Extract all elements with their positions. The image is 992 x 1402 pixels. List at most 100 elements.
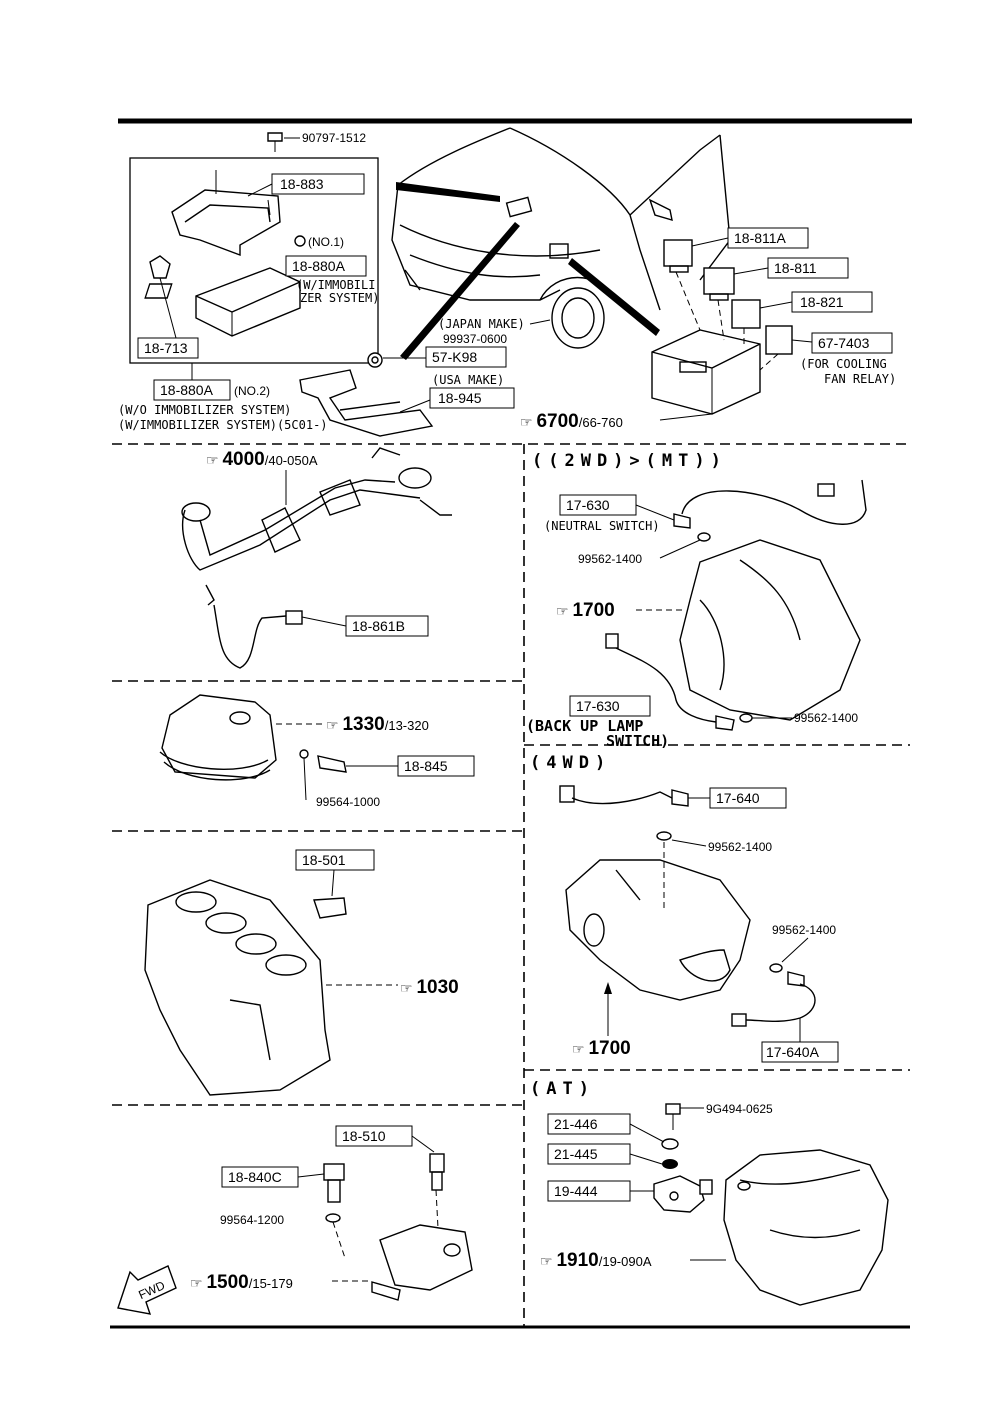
- callout-18-880a-no2: 18-880A: [160, 382, 214, 398]
- ref-1700-a: ☞ 1700: [556, 600, 615, 621]
- ecu-inset-frame: [129, 157, 379, 364]
- switch-17-640a-icon: [731, 971, 816, 1027]
- ref-4000: ☞ 4000/40-050A: [206, 449, 318, 470]
- ref-1330: ☞ 1330/13-320: [326, 714, 429, 735]
- washer-icon: [662, 1159, 678, 1169]
- callout-box-17-640: [709, 787, 787, 809]
- callout-box-18-811: [767, 257, 849, 279]
- section-header-4wd: (4WD): [530, 753, 611, 773]
- callout-box-18-713: [137, 337, 199, 359]
- section-header-2wd-mt: ((2WD)>(MT)): [532, 451, 727, 471]
- callout-box-17-640a: [761, 1041, 839, 1063]
- callout-90797-1512: 90797-1512: [302, 131, 366, 145]
- callout-21-445: 21-445: [554, 1146, 598, 1162]
- callout-17-640a: 17-640A: [766, 1044, 820, 1060]
- automatic-transmission-icon: [723, 1149, 889, 1306]
- transmission-2wd-icon: [679, 539, 861, 721]
- water-temp-sensor-18-845-icon: [299, 749, 347, 773]
- ref-arrow-icon: ☞: [556, 603, 572, 619]
- transfer-case-4wd-icon: [565, 859, 751, 1001]
- switch-17-640-icon: [559, 785, 689, 807]
- callout-99562-1400-c: 99562-1400: [708, 840, 772, 854]
- callout-w-immobili-2: ZER SYSTEM): [300, 291, 379, 305]
- neutral-switch-icon: [673, 479, 867, 529]
- thermostat-housing-icon: [371, 1224, 473, 1301]
- washer-icon: [325, 1213, 341, 1223]
- callout-back-up-lamp: (BACK UP LAMP: [526, 717, 643, 735]
- callout-18-821: 18-821: [800, 294, 844, 310]
- callout-99937-0600: 99937-0600: [443, 332, 507, 346]
- ref-1330-sub: /13-320: [385, 718, 429, 733]
- relay-box-icon: [651, 329, 761, 415]
- callout-box-18-861b: [345, 615, 429, 637]
- ref-4000-main: 4000: [222, 449, 264, 470]
- callout-18-811a: 18-811A: [734, 230, 787, 246]
- washer-icon: [656, 831, 672, 841]
- washer-icon: [769, 963, 783, 973]
- callout-box-18-811a: [727, 227, 809, 249]
- callout-18-501: 18-501: [302, 852, 346, 868]
- callout-18-861b: 18-861B: [352, 618, 405, 634]
- ref-arrow-icon: ☞: [190, 1275, 206, 1291]
- washer-icon: [697, 532, 711, 542]
- screw-no1-icon: [294, 235, 306, 247]
- callout-17-630-top: 17-630: [566, 497, 610, 513]
- callout-18-845: 18-845: [404, 758, 448, 774]
- callout-switch: SWITCH): [606, 732, 669, 750]
- callout-21-446: 21-446: [554, 1116, 598, 1132]
- relay-18-811a-icon: [663, 239, 693, 273]
- ref-4000-sub: /40-050A: [265, 453, 318, 468]
- callout-17-630-bot: 17-630: [576, 698, 620, 714]
- callout-usa-make: (USA MAKE): [432, 373, 504, 387]
- callout-no1: (NO.1): [308, 235, 344, 249]
- ref-1030-main: 1030: [416, 977, 458, 998]
- callout-box-17-630-bot: [569, 695, 651, 717]
- ref-1030: ☞ 1030: [400, 977, 459, 998]
- callout-18-880a-top: 18-880A: [292, 258, 346, 274]
- callout-18-840c: 18-840C: [228, 1169, 282, 1185]
- bolt-icon: [267, 132, 283, 152]
- leader-arrowhead: [604, 982, 612, 994]
- callout-99562-1400-a: 99562-1400: [578, 552, 642, 566]
- callout-fan-relay: FAN RELAY): [824, 372, 896, 386]
- section-header-at: (AT): [530, 1079, 595, 1099]
- callout-18-510: 18-510: [342, 1128, 386, 1144]
- ref-arrow-icon: ☞: [572, 1041, 588, 1057]
- callout-wo-immobilizer: (W/O IMMOBILIZER SYSTEM): [118, 403, 291, 417]
- ref-arrow-icon: ☞: [520, 414, 536, 430]
- callout-box-57-k98: [425, 346, 507, 368]
- relay-18-811-icon: [703, 267, 735, 301]
- ref-1500-main: 1500: [206, 1272, 248, 1293]
- clip-icon: [367, 352, 383, 368]
- callout-japan-make: (JAPAN MAKE): [438, 317, 525, 331]
- ref-1500-sub: /15-179: [249, 1276, 293, 1291]
- callout-box-18-845: [397, 755, 475, 777]
- pointer-arrow-relay: [568, 258, 660, 336]
- intake-manifold-icon: [159, 694, 277, 781]
- callout-w-immobili-1: (W/IMMOBILI: [296, 278, 375, 292]
- vehicle-body-icon: [391, 127, 731, 349]
- callout-box-67-7403: [811, 332, 893, 354]
- callout-99564-1200: 99564-1200: [220, 1213, 284, 1227]
- ref-arrow-icon: ☞: [206, 452, 222, 468]
- callout-18-945: 18-945: [438, 390, 482, 406]
- pointer-arrow-ecu: [396, 182, 500, 202]
- ref-1700-a-main: 1700: [572, 600, 614, 621]
- ref-arrow-icon: ☞: [326, 717, 342, 733]
- relay-18-821-icon: [731, 299, 761, 329]
- callout-18-713: 18-713: [144, 340, 188, 356]
- fwd-arrow-icon: FWD: [117, 1265, 177, 1315]
- ecu-module-icon: [144, 267, 301, 337]
- callout-neutral-switch: (NEUTRAL SWITCH): [544, 519, 660, 533]
- callout-99562-1400-d: 99562-1400: [772, 923, 836, 937]
- ref-1330-main: 1330: [342, 714, 384, 735]
- connector-18-713-icon: [149, 255, 171, 279]
- callout-for-cooling: (FOR COOLING: [800, 357, 887, 371]
- callout-box-18-880a-top: [285, 255, 367, 277]
- ref-1700-b: ☞ 1700: [572, 1038, 631, 1059]
- callout-box-18-945: [429, 387, 515, 409]
- callout-box-18-501: [295, 849, 375, 871]
- exhaust-pipe-icon: [181, 447, 452, 571]
- callout-w-immobilizer-5c01: (W/IMMOBILIZER SYSTEM)(5C01-): [118, 418, 328, 432]
